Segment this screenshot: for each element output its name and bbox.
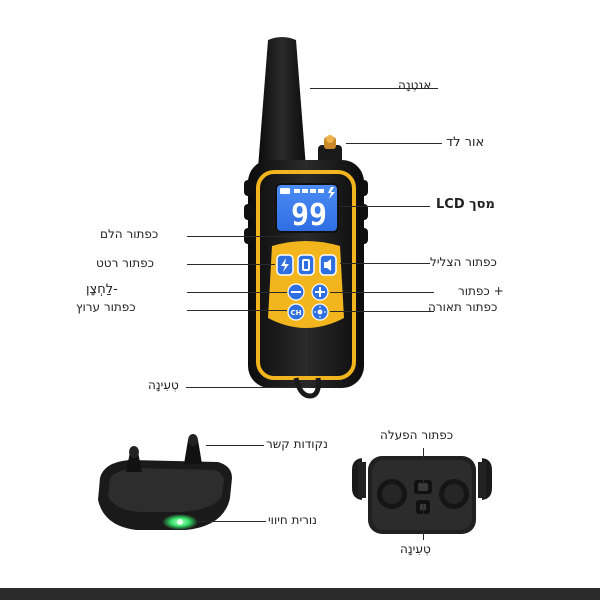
indicator-leader	[198, 521, 266, 522]
led-leader	[346, 143, 442, 144]
label-power-button: כפתור הפעלה	[380, 428, 454, 442]
label-vibrate-button: כפתור רטט	[96, 256, 154, 270]
label-charging-bottom: טְעִינָה	[400, 542, 431, 556]
label-minus-button: -לַחְצָן	[86, 282, 118, 297]
label-shock-button: כפתור הלם	[100, 227, 159, 241]
sound-leader	[340, 263, 430, 264]
power-leader	[423, 448, 424, 484]
label-led-light: אור לד	[446, 135, 485, 150]
plus-leader	[330, 292, 434, 293]
label-contact-points: נקודות קשר	[266, 437, 328, 451]
light-leader	[330, 311, 434, 312]
footer-bar	[0, 588, 600, 600]
minus-leader	[187, 292, 287, 293]
charging-leader-top	[186, 387, 296, 388]
keypad	[268, 241, 344, 328]
label-sound-button: כפתור הצליל	[430, 255, 497, 269]
label-antenna: אנטֶנָה	[398, 78, 432, 92]
channel-key	[287, 303, 305, 321]
vibrate-leader	[187, 264, 275, 265]
channel-key-text: CH	[291, 309, 302, 317]
antenna	[258, 37, 306, 168]
lanyard-loop	[293, 377, 321, 399]
lcd-value: 99	[291, 198, 327, 233]
shock-leader	[187, 236, 305, 237]
lcd-leader	[340, 206, 430, 207]
antenna-leader	[310, 88, 438, 89]
label-channel-button: כפתור ערוץ	[76, 300, 136, 314]
collar-receiver	[98, 434, 232, 530]
transmitter-body: 99 CH	[244, 160, 368, 399]
label-lcd-screen: מסך LCD	[436, 197, 495, 212]
receiver-back-view	[352, 456, 492, 534]
label-indicator-light: נורית חיווי	[268, 513, 317, 527]
lcd-screen	[275, 183, 339, 233]
label-light-button: כפתור תאורה	[428, 300, 498, 314]
contact-point-2	[184, 437, 202, 464]
label-plus-button: + כפתור	[458, 284, 504, 298]
contact-leader	[206, 445, 264, 446]
label-charging-top: טְעִינָה	[148, 378, 179, 392]
charging-leader-bottom	[423, 504, 424, 540]
channel-leader	[187, 310, 287, 311]
